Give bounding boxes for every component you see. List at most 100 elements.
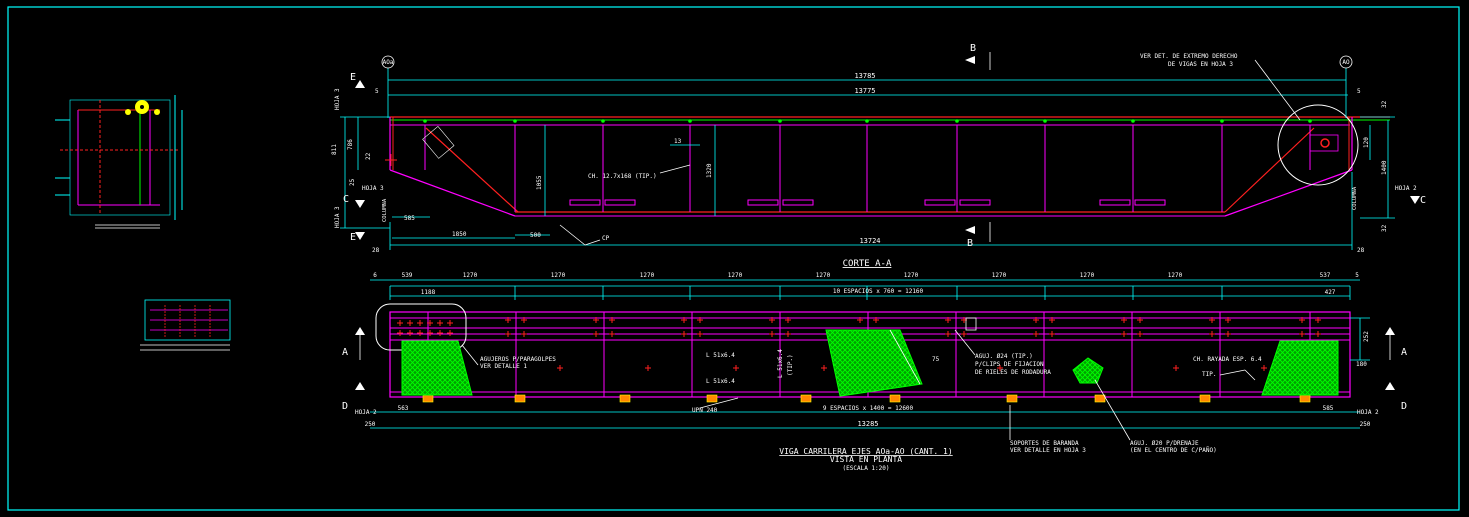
dim-1320: 1320 — [706, 163, 713, 178]
dim-top-label: 1270 — [640, 272, 655, 279]
dim-13285: 13285 — [857, 420, 878, 428]
note-chapa: CH. RAYADA ESP. 6.4 — [1193, 356, 1262, 363]
dim-786: 786 — [347, 139, 354, 150]
railing-support — [889, 394, 901, 403]
cut-a-right: A — [1401, 347, 1407, 358]
cut-d-left: D — [342, 401, 348, 412]
dim-32-bottom: 32 — [1381, 224, 1388, 232]
dim-32-top: 32 — [1381, 100, 1388, 108]
dim-top-label: 1270 — [728, 272, 743, 279]
railing-support — [1299, 394, 1311, 403]
dim-13: 13 — [674, 138, 682, 145]
cut-label-c-left: C — [343, 194, 349, 205]
bearing-plate — [924, 199, 956, 206]
dim-120: 120 — [1363, 137, 1370, 148]
note-aguj24-3: DE RIELES DE RODADURA — [975, 369, 1051, 376]
columna-left: COLUMNA — [382, 198, 388, 222]
stud-mark — [778, 119, 782, 123]
dim-250-left: 250 — [365, 421, 376, 428]
dim-top-label: 1270 — [816, 272, 831, 279]
dim-500: 500 — [530, 232, 541, 239]
hoja3-top: HOJA 3 — [334, 88, 341, 110]
cut-label-b-bottom: B — [967, 238, 973, 249]
dim-overall: 13785 — [854, 72, 875, 80]
note-l1: L 51x6.4 — [706, 352, 735, 359]
dim-top-label: 539 — [402, 272, 413, 279]
note-aguj20-2: (EN EL CENTRO DE C/PAÑO) — [1130, 447, 1217, 454]
railing-support — [422, 394, 434, 403]
section-dimensions — [340, 52, 1420, 250]
dim-180: 180 — [1356, 361, 1367, 368]
railing-support — [1094, 394, 1106, 403]
dim-top-label: 6 — [373, 272, 377, 279]
bearing-plate — [747, 199, 779, 206]
dim-top-label: 1270 — [1080, 272, 1095, 279]
railing-support — [706, 394, 718, 403]
stud-mark — [423, 119, 427, 123]
dim-1188: 1188 — [421, 289, 436, 296]
dim-585: 585 — [1323, 405, 1334, 412]
dim-22: 22 — [365, 152, 372, 160]
note-aguj20-1: AGUJ. Ø20 P/DRENAJE — [1130, 440, 1199, 447]
note-ver-det-1: VER DET. DE EXTREMO DERECHO — [1140, 53, 1238, 60]
bearing-plate — [569, 199, 601, 206]
cut-label-e-top: E — [350, 72, 356, 83]
bearing-plate — [1099, 199, 1131, 206]
stud-mark — [1220, 119, 1224, 123]
dim-top-label: 1270 — [463, 272, 478, 279]
stud-mark — [513, 119, 517, 123]
dim-427: 427 — [1325, 289, 1336, 296]
stud-mark — [1131, 119, 1135, 123]
note-soportes-1: SOPORTES DE BARANDA — [1010, 440, 1079, 447]
dim-top-label: 1270 — [551, 272, 566, 279]
dim-top-label: 5 — [1355, 272, 1359, 279]
dim-5-left: 5 — [375, 88, 379, 95]
cut-label-c-right: C — [1420, 195, 1426, 206]
note-aguj24-1: AGUJ. Ø24 (TIP.) — [975, 353, 1033, 360]
dim-563: 563 — [398, 405, 409, 412]
hatch-plate-3 — [1072, 357, 1104, 384]
dim-1850: 1850 — [452, 231, 467, 238]
plan-title-1: VIGA CARRILERA EJES AOa-AO (CANT. 1) — [779, 447, 952, 456]
note-agujeros-2: VER DETALLE 1 — [480, 363, 527, 370]
dim-1400: 1400 — [1381, 160, 1388, 175]
hatch-plate-4 — [1261, 340, 1339, 396]
dim-5-right: 5 — [1357, 88, 1361, 95]
bearing-plate — [959, 199, 991, 206]
hoja-left: HOJA 3 — [362, 185, 384, 192]
detail-circle-right — [1277, 104, 1359, 186]
spaces-top: 10 ESPACIOS x 760 = 12160 — [833, 288, 924, 295]
cut-label-b-top: B — [970, 43, 976, 54]
section-view — [385, 104, 1390, 217]
dim-inner: 13775 — [854, 87, 875, 95]
dim-top-label: 1270 — [1168, 272, 1183, 279]
clip-detail — [965, 317, 977, 331]
axis-label-left: AOa — [383, 59, 394, 66]
bearing-plate — [604, 199, 636, 206]
plan-title-2: VISTA EN PLANTA — [830, 455, 902, 464]
dim-top-label: 1270 — [904, 272, 919, 279]
note-l2: L 51x6.4 — [706, 378, 735, 385]
railing-support — [619, 394, 631, 403]
weld-cp: CP — [602, 235, 610, 242]
cut-a-left: A — [342, 347, 348, 358]
dim-585: 585 — [404, 215, 415, 222]
note-agujeros-1: AGUJEROS P/PARAGOLPES — [480, 356, 556, 363]
detail-section-small — [55, 95, 183, 229]
spaces-bottom: 9 ESPACIOS x 1400 = 12600 — [823, 405, 914, 412]
plan-title-3: (ESCALA 1:20) — [843, 465, 890, 472]
railing-support — [1199, 394, 1211, 403]
drawing-frame — [7, 6, 1460, 511]
hatch-plate-2 — [825, 329, 923, 397]
note-tip2: TIP. — [1202, 371, 1216, 378]
stud-mark — [688, 119, 692, 123]
dim-25: 25 — [349, 178, 356, 186]
cut-d-right: D — [1401, 401, 1407, 412]
axis-label-right: AO — [1342, 59, 1350, 66]
dim-1055: 1055 — [536, 175, 543, 190]
stud-mark — [1043, 119, 1047, 123]
railing-support — [1006, 394, 1018, 403]
hoja3-bottom: HOJA 3 — [334, 206, 341, 228]
dim-28-right: 28 — [1357, 247, 1365, 254]
